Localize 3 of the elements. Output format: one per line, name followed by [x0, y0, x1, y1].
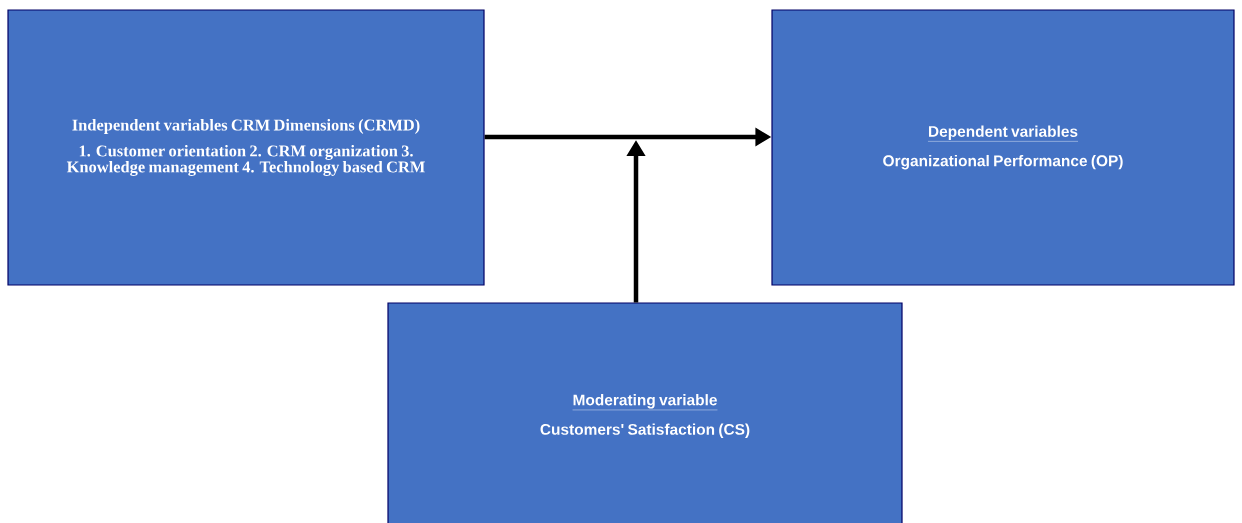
- variable-box: Moderating variable Customers' Satisfaction (CS): [387, 302, 903, 523]
- variable-box: Independent variables CRM Dimensions (CRMD) 1. Customer orientation 2. CRM organization 3. Knowledge management 4. Technology based CRM: [7, 9, 485, 286]
- variable-box: Dependent variables Organizational Performance (OP): [771, 9, 1235, 286]
